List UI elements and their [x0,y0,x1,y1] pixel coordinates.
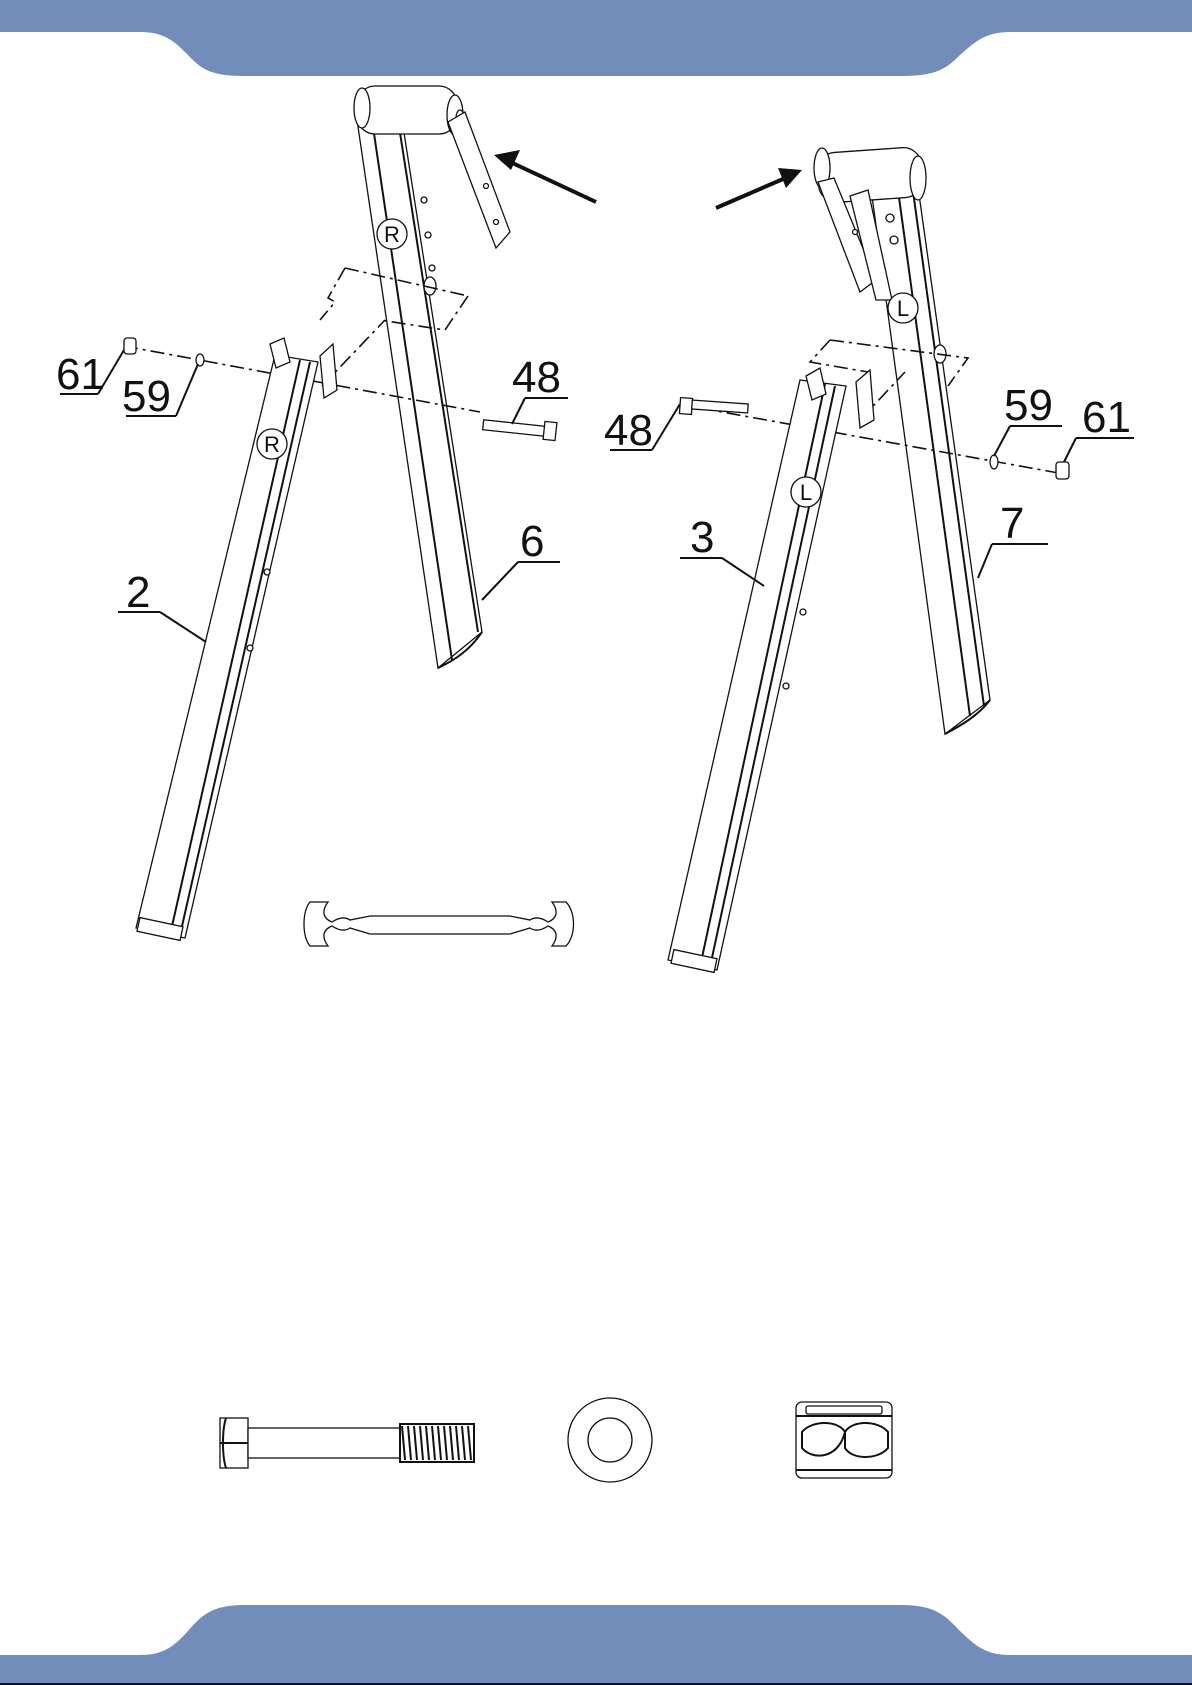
side-mark-l-leg: L [791,477,821,507]
bolt-thread [462,1426,465,1460]
label-part-61-right: 61 [1082,393,1131,442]
side-mark-l-upright: L [888,293,918,323]
label-part-2: 2 [126,568,150,617]
label-part-6: 6 [520,517,544,566]
wrench-icon [304,902,574,946]
nut-61-right [1056,462,1069,479]
leg-part-2 [136,338,337,940]
bolt-48-right [679,398,748,415]
label-part-61-left: 61 [56,350,105,399]
bolt-thread [450,1426,453,1460]
nut-61-left [124,338,136,354]
label-part-48-left: 48 [512,353,561,402]
label-part-48-right: 48 [604,406,653,455]
bolt-thread [444,1426,447,1460]
bolt-icon [220,1418,474,1468]
svg-text:L: L [800,480,812,505]
svg-text:L: L [897,296,909,321]
bolt-thread [438,1426,441,1460]
arrow-icon [716,168,802,208]
upright-part-6 [357,120,482,668]
lock-nut-icon [796,1402,892,1478]
label-part-7: 7 [1000,499,1024,548]
label-part-59-right: 59 [1004,381,1053,430]
top-band [0,0,1192,76]
svg-text:R: R [384,222,400,247]
washer-icon [568,1398,652,1482]
svg-text:R: R [264,432,280,457]
bolt-thread [456,1426,459,1460]
bolt-thread [414,1426,417,1460]
bottom-band [0,1605,1192,1685]
side-mark-r-leg: R [257,429,287,459]
bolt-thread [426,1426,429,1460]
bracket-plate-6 [448,112,510,248]
label-part-3: 3 [690,513,714,562]
arrow-icon [494,150,596,202]
bolt-48-left [483,420,557,441]
washer-59-right [990,455,998,469]
bolt-thread [420,1426,423,1460]
bolt-thread [402,1426,405,1460]
bolt-thread [408,1426,411,1460]
roller-pad-6 [354,86,464,135]
label-part-59-left: 59 [122,372,171,421]
bolt-thread [432,1426,435,1460]
leg-part-3 [668,368,874,972]
bolt-thread [468,1426,471,1460]
side-mark-r-upright: R [377,219,407,249]
